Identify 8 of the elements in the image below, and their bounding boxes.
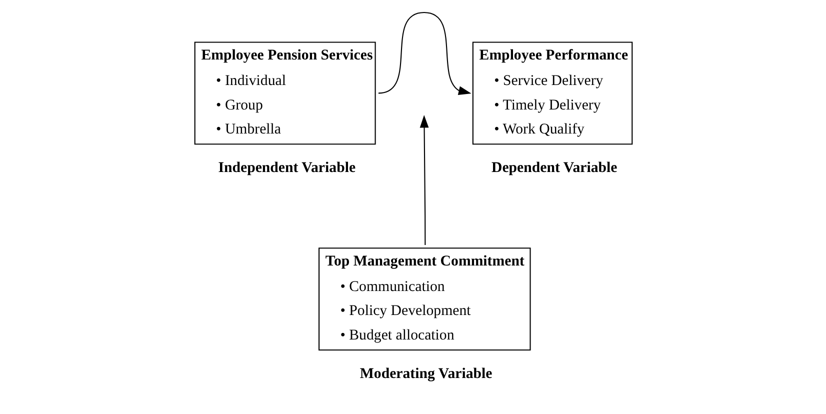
arrow	[419, 114, 428, 245]
arrow	[378, 12, 471, 95]
node-label: Moderating Variable	[359, 366, 492, 382]
node-box: Top Management Commitment • Communication • Policy Development • Budget allocation	[318, 248, 530, 351]
node-box: Employee Pension Services • Individual • Group • Umbrella	[194, 42, 376, 145]
node-label: Independent Variable	[218, 160, 356, 176]
node-label: Dependent Variable	[491, 160, 617, 176]
node-box: Employee Performance • Service Delivery • Timely Delivery • Work Qualify	[472, 42, 632, 145]
